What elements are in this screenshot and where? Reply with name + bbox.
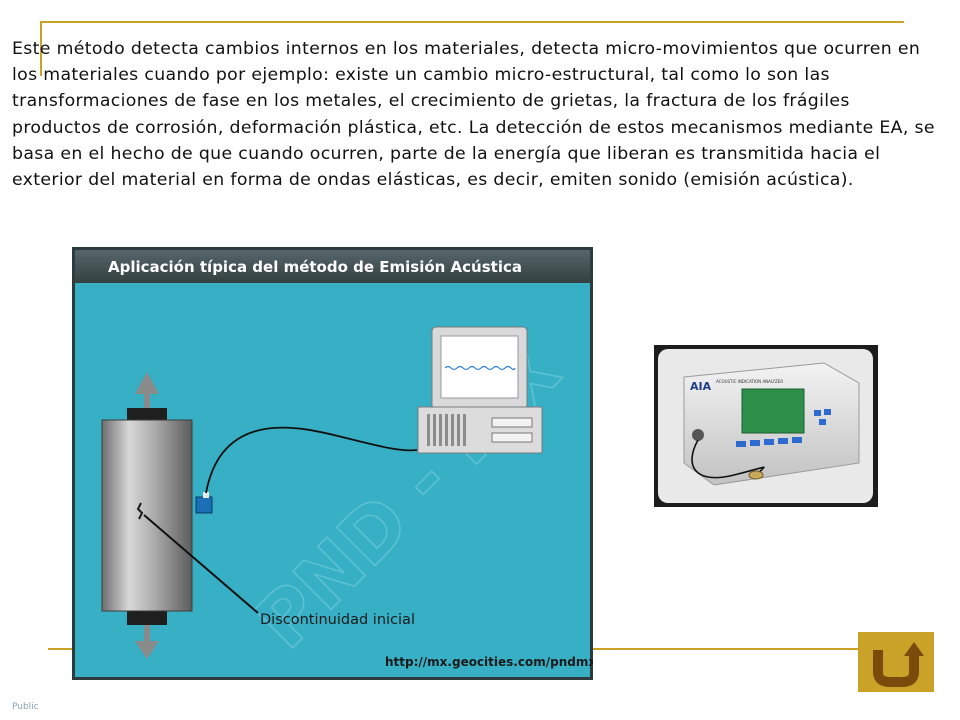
computer-case: [417, 406, 543, 454]
return-arrow-icon: [873, 642, 924, 687]
crack-mark: [136, 502, 144, 520]
specimen-cylinder: [101, 419, 193, 612]
analyzer-brand: AIA: [690, 380, 712, 393]
left-decorative-line: [40, 21, 42, 76]
load-arrow-bottom-shaft: [144, 625, 150, 645]
body-paragraph: Este método detecta cambios internos en …: [12, 39, 935, 191]
analyzer-screen: [741, 388, 805, 434]
case-vents: [427, 414, 466, 446]
analyzer-header: ACOUSTIC INDICATION ANALYZER: [716, 379, 783, 384]
source-url: http://mx.geocities.com/pndmx: [385, 655, 593, 669]
drive-bay-1: [491, 417, 533, 428]
discontinuity-leader-line: [143, 514, 259, 614]
analyzer-connector: [692, 429, 704, 441]
sensor-cable: [205, 426, 418, 494]
load-arrow-up-icon: [135, 372, 159, 394]
sensor-connector: [203, 492, 209, 498]
diagram-title: Aplicación típica del método de Emisión …: [108, 258, 522, 276]
return-button[interactable]: [858, 632, 934, 692]
acoustic-analyzer-photo: AIA ACOUSTIC INDICATION ANALYZER: [654, 345, 878, 507]
probe-cable: [691, 439, 765, 479]
bottom-grip: [127, 609, 167, 625]
drive-bay-2: [491, 432, 533, 443]
load-arrow-down-icon: [135, 641, 159, 659]
ae-sensor: [195, 496, 213, 514]
classification-label: Public: [12, 702, 39, 712]
top-decorative-line: [40, 21, 904, 23]
analyzer-buttons: [736, 409, 831, 447]
monitor-screen: [440, 335, 519, 399]
discontinuity-label: Discontinuidad inicial: [260, 612, 415, 628]
top-grip: [127, 408, 167, 422]
load-arrow-top-shaft: [144, 392, 150, 410]
probe-sensor: [748, 470, 764, 480]
diagram-title-bar: [75, 250, 590, 283]
acoustic-emission-diagram: Aplicación típica del método de Emisión …: [72, 247, 593, 680]
signal-waveform: [444, 365, 516, 371]
